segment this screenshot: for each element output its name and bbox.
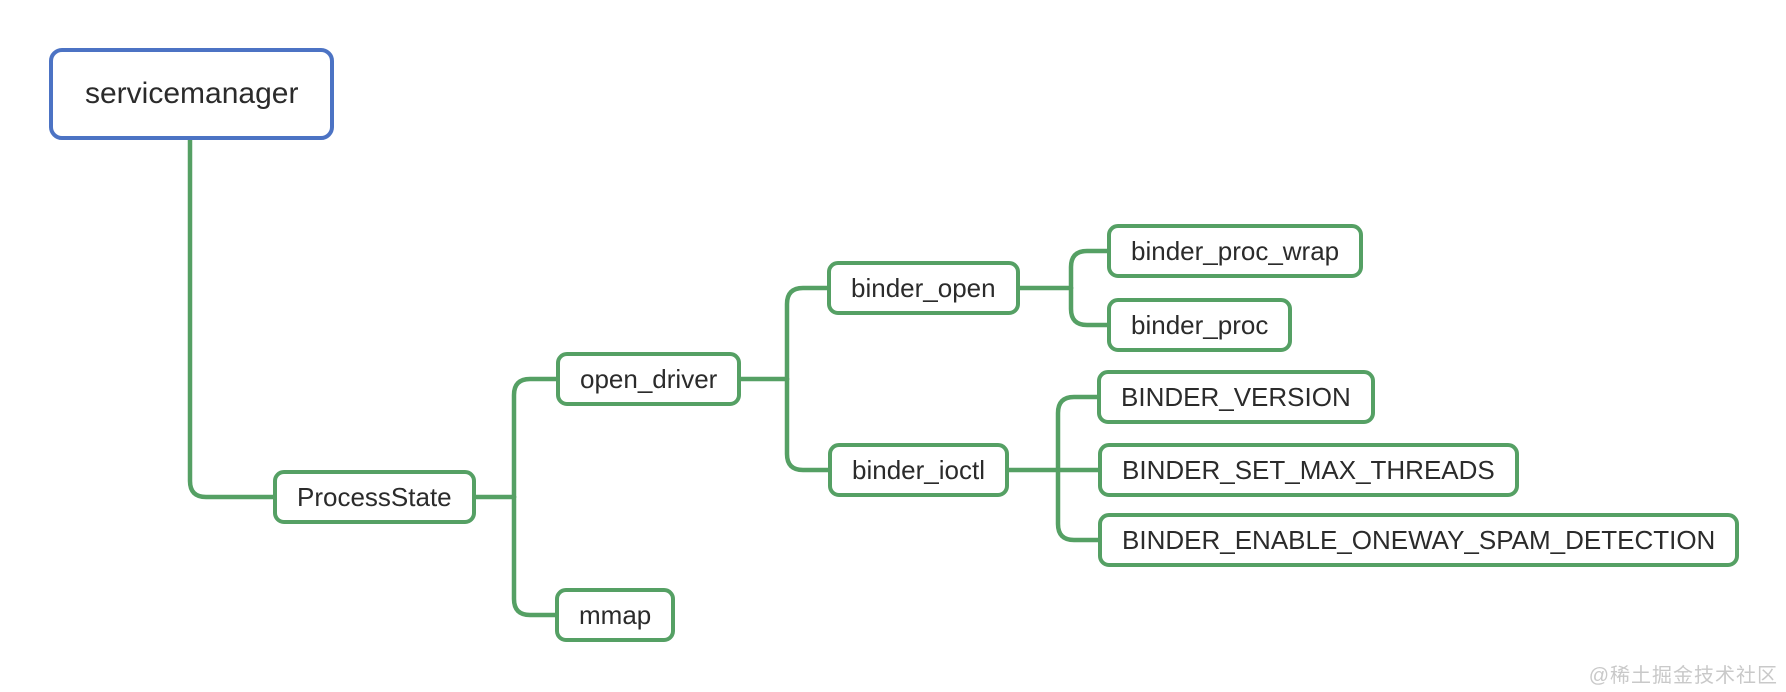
node-processstate-label: ProcessState <box>297 482 452 512</box>
node-binder-version-label: BINDER_VERSION <box>1121 382 1351 412</box>
node-binder-proc-label: binder_proc <box>1131 310 1269 340</box>
watermark: @稀土掘金技术社区 <box>1588 665 1778 687</box>
connector-trunk-binder-proc-wrap <box>1068 248 1128 291</box>
connector-trunk-binder-enable-oneway-spam-detection <box>1055 467 1119 543</box>
node-binder-open-label: binder_open <box>851 273 996 303</box>
node-servicemanager-label: servicemanager <box>85 77 299 110</box>
node-binder-set-max-threads-label: BINDER_SET_MAX_THREADS <box>1122 455 1495 485</box>
node-binder-ioctl-label: binder_ioctl <box>852 455 985 485</box>
connector-trunk-binder-open <box>784 285 848 382</box>
node-open-driver[interactable]: open_driver <box>556 352 742 406</box>
node-binder-version[interactable]: BINDER_VERSION <box>1097 370 1375 424</box>
connector-trunk-open-driver <box>511 376 577 500</box>
connector-trunk-binder-ioctl <box>784 376 849 473</box>
node-mmap-label: mmap <box>579 600 652 630</box>
node-binder-proc[interactable]: binder_proc <box>1107 298 1293 352</box>
node-binder-ioctl[interactable]: binder_ioctl <box>828 443 1009 497</box>
node-binder-proc-wrap[interactable]: binder_proc_wrap <box>1107 224 1364 278</box>
node-binder-open[interactable]: binder_open <box>827 261 1020 315</box>
node-binder-set-max-threads[interactable]: BINDER_SET_MAX_THREADS <box>1098 443 1519 497</box>
connector-trunk-binder-version <box>1055 394 1118 473</box>
node-binder-enable-oneway-spam-detection[interactable]: BINDER_ENABLE_ONEWAY_SPAM_DETECTION <box>1098 513 1740 567</box>
connector-trunk-mmap <box>511 494 576 618</box>
node-mmap[interactable]: mmap <box>555 588 676 642</box>
connector-trunk-binder-proc <box>1068 285 1128 328</box>
node-processstate[interactable]: ProcessState <box>273 470 476 524</box>
node-open-driver-label: open_driver <box>580 364 718 394</box>
node-binder-enable-oneway-spam-detection-label: BINDER_ENABLE_ONEWAY_SPAM_DETECTION <box>1122 525 1716 555</box>
connector-servicemanager-processstate <box>187 135 295 500</box>
node-servicemanager[interactable]: servicemanager <box>49 48 335 140</box>
node-binder-proc-wrap-label: binder_proc_wrap <box>1131 236 1340 266</box>
